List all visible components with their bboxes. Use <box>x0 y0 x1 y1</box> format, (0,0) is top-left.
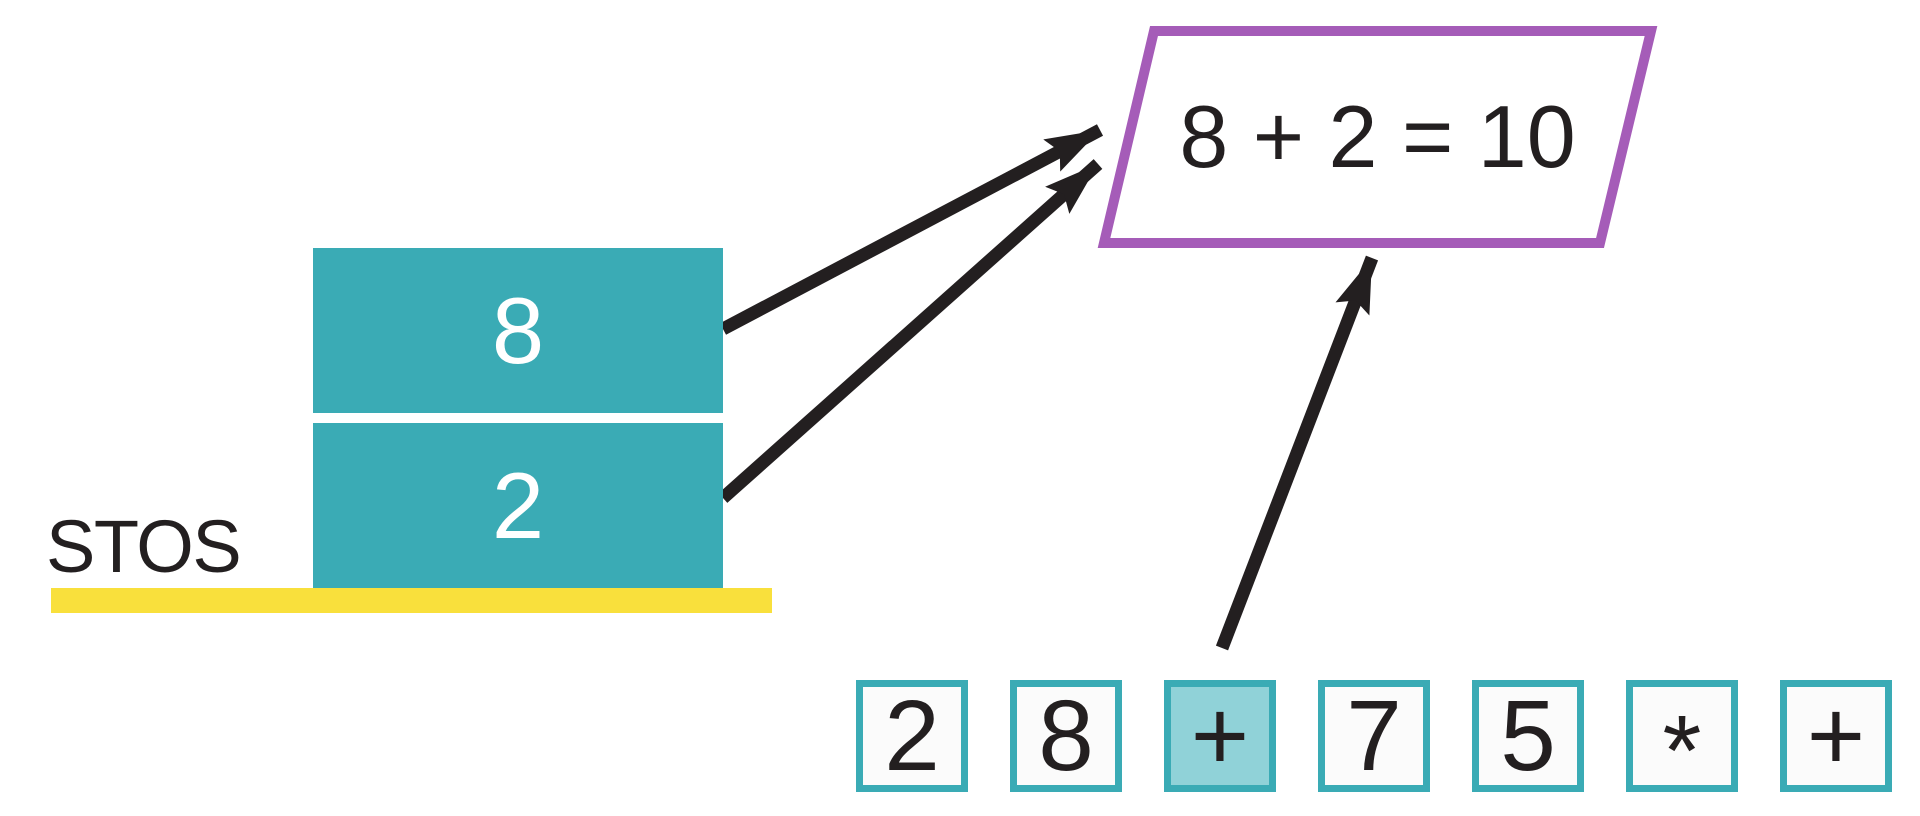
token: + <box>1780 680 1892 792</box>
stack-item-top: 8 <box>313 248 723 413</box>
token-value: * <box>1662 695 1702 807</box>
token-current: + <box>1164 680 1276 792</box>
token-value: + <box>1190 680 1250 792</box>
token: 2 <box>856 680 968 792</box>
token-value: 5 <box>1500 680 1556 792</box>
token-value: 8 <box>1038 680 1094 792</box>
stack-label: STOS <box>46 505 242 588</box>
token-value: 7 <box>1346 680 1402 792</box>
stack-item-value: 8 <box>491 277 545 383</box>
stack-base-line <box>51 588 772 613</box>
token: 7 <box>1318 680 1430 792</box>
token: 5 <box>1472 680 1584 792</box>
stack-item-bottom: 2 <box>313 423 723 588</box>
token-value: + <box>1806 680 1866 792</box>
token: 8 <box>1010 680 1122 792</box>
token: * <box>1626 680 1738 801</box>
result-expression: 8 + 2 = 10 <box>1179 87 1576 186</box>
arrow-token-plus-to-result-icon <box>1215 255 1379 651</box>
arrow-stack-2-to-result-icon <box>718 159 1103 503</box>
stack-item-value: 2 <box>491 452 545 558</box>
result-parallelogram <box>1097 26 1658 248</box>
arrow-stack-8-to-result-icon <box>719 124 1104 335</box>
token-value: 2 <box>884 680 940 792</box>
